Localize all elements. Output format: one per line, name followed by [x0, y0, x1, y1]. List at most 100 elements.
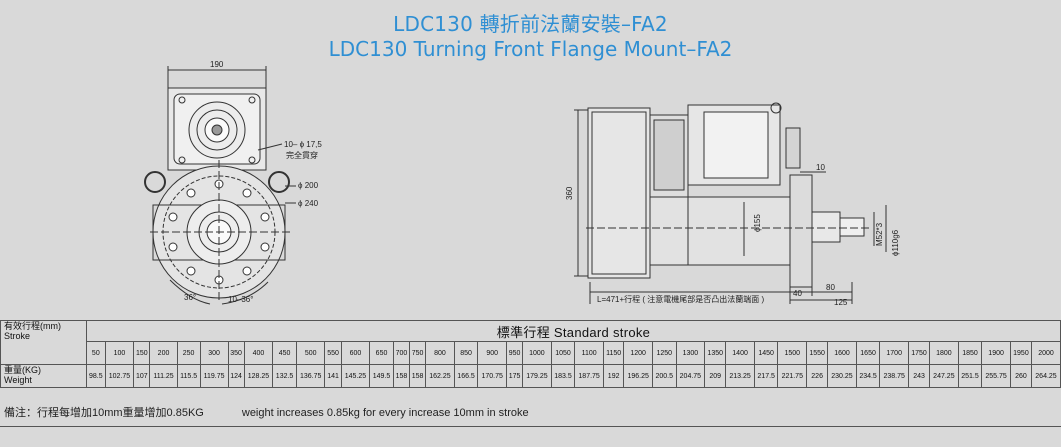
note-chinese: 備注：行程每增加10mm重量增加0.85KG: [4, 407, 204, 419]
stroke-cell: 250: [176, 341, 201, 365]
weight-cell: 145.25: [340, 364, 371, 388]
weight-row-label: 重量(KG)Weight: [0, 364, 87, 388]
title-english: LDC130 Turning Front Flange Mount–FA2: [328, 37, 733, 61]
stroke-cell: 1900: [981, 341, 1011, 365]
weight-cell: 170.75: [477, 364, 507, 388]
stroke-cell: 800: [425, 341, 455, 365]
weight-cell: 260: [1009, 364, 1033, 388]
weight-cell: 128.25: [243, 364, 274, 388]
weight-cell: 255.75: [981, 364, 1011, 388]
stroke-row-label: 有效行程(mm)Stroke: [0, 320, 87, 365]
stroke-cell: 400: [243, 341, 274, 365]
weight-cell: 209: [704, 364, 727, 388]
stroke-cell: 1300: [675, 341, 706, 365]
weight-cell: 111.25: [149, 364, 178, 388]
dim-phi110g6: ϕ110g6: [891, 229, 900, 256]
dim-125: 125: [834, 298, 848, 307]
weight-cell: 226: [806, 364, 829, 388]
weight-cell: 175: [505, 364, 524, 388]
weight-cell: 196.25: [623, 364, 653, 388]
stroke-cell: 350: [227, 341, 245, 365]
weight-label-cn: 重量(KG): [4, 365, 41, 375]
length-note: L=471+行程 ( 注意電機尾部是否凸出法蘭端面 ): [597, 294, 764, 304]
stroke-cell: 900: [477, 341, 507, 365]
weight-cell: 204.75: [675, 364, 706, 388]
stroke-cell: 450: [272, 341, 297, 365]
weight-cell: 107: [133, 364, 151, 388]
dim-40: 40: [793, 289, 802, 298]
stroke-cell: 50: [86, 341, 106, 365]
bottom-rule: [0, 426, 1061, 427]
stroke-cell: 1800: [929, 341, 959, 365]
weight-cell: 158: [408, 364, 427, 388]
stroke-cell: 750: [408, 341, 427, 365]
stroke-cell: 700: [392, 341, 411, 365]
weight-cell: 234.5: [855, 364, 881, 388]
weight-cell: 119.75: [199, 364, 229, 388]
stroke-cell: 1350: [704, 341, 727, 365]
weight-cell: 132.5: [272, 364, 297, 388]
hole-spec-label: 10– ϕ 17,5: [284, 140, 322, 149]
dim-height-360: 360: [565, 186, 574, 200]
weight-cell: 247.25: [929, 364, 959, 388]
dim-width-190: 190: [210, 60, 224, 69]
stroke-label-cn: 有效行程(mm): [4, 321, 61, 331]
angle-36: 36°: [184, 293, 196, 302]
weight-cell: 200.5: [651, 364, 677, 388]
stroke-cell: 100: [104, 341, 135, 365]
stroke-cell: 950: [505, 341, 524, 365]
stroke-cell: 1750: [907, 341, 931, 365]
stroke-cell: 1050: [550, 341, 576, 365]
stroke-cell: 1200: [623, 341, 653, 365]
weight-cell: 217.5: [753, 364, 779, 388]
weight-cell: 102.75: [104, 364, 135, 388]
title-chinese: LDC130 轉折前法蘭安裝–FA2: [393, 12, 668, 36]
weight-cell: 192: [602, 364, 625, 388]
weight-cell: 124: [227, 364, 245, 388]
stroke-cell: 150: [133, 341, 151, 365]
stroke-cell: 850: [453, 341, 479, 365]
weight-cell: 166.5: [453, 364, 479, 388]
weight-cell: 98.5: [86, 364, 106, 388]
stroke-cell: 1600: [827, 341, 857, 365]
thread-m52: M52*3: [875, 222, 884, 246]
stroke-cell: 1650: [855, 341, 881, 365]
dim-phi200: ϕ 200: [298, 181, 319, 190]
dim-10: 10: [816, 163, 825, 172]
weight-cell: 158: [392, 364, 411, 388]
weight-cell: 162.25: [425, 364, 455, 388]
dim-phi240: ϕ 240: [298, 199, 319, 208]
stroke-cell: 1100: [574, 341, 604, 365]
angle-10-36: 10–36°: [228, 295, 253, 304]
weight-cell: 264.25: [1031, 364, 1061, 388]
stroke-cell: 300: [199, 341, 229, 365]
stroke-cell: 1500: [777, 341, 808, 365]
stroke-cell: 1550: [806, 341, 829, 365]
weight-cell: 251.5: [957, 364, 983, 388]
stroke-cell: 1950: [1009, 341, 1033, 365]
table-header-row: 有效行程(mm)Stroke 標準行程 Standard stroke: [0, 320, 1061, 365]
stroke-cell: 1450: [753, 341, 779, 365]
hole-through-label: 完全貫穿: [286, 150, 318, 160]
weight-cell: 141: [324, 364, 342, 388]
stroke-cell: 650: [369, 341, 394, 365]
weight-cell: 238.75: [879, 364, 909, 388]
weight-label-en: Weight: [4, 375, 32, 385]
dim-phi155: ϕ155: [753, 214, 762, 232]
stroke-cell: 200: [149, 341, 178, 365]
weight-cell: 221.75: [777, 364, 808, 388]
stroke-label-en: Stroke: [4, 331, 31, 341]
dim-80: 80: [826, 283, 835, 292]
weight-cell: 243: [907, 364, 931, 388]
stroke-cell: 1850: [957, 341, 983, 365]
weight-cell: 230.25: [827, 364, 857, 388]
weight-cell: 183.5: [550, 364, 576, 388]
stroke-cell: 1000: [522, 341, 552, 365]
stroke-cell: 550: [324, 341, 342, 365]
